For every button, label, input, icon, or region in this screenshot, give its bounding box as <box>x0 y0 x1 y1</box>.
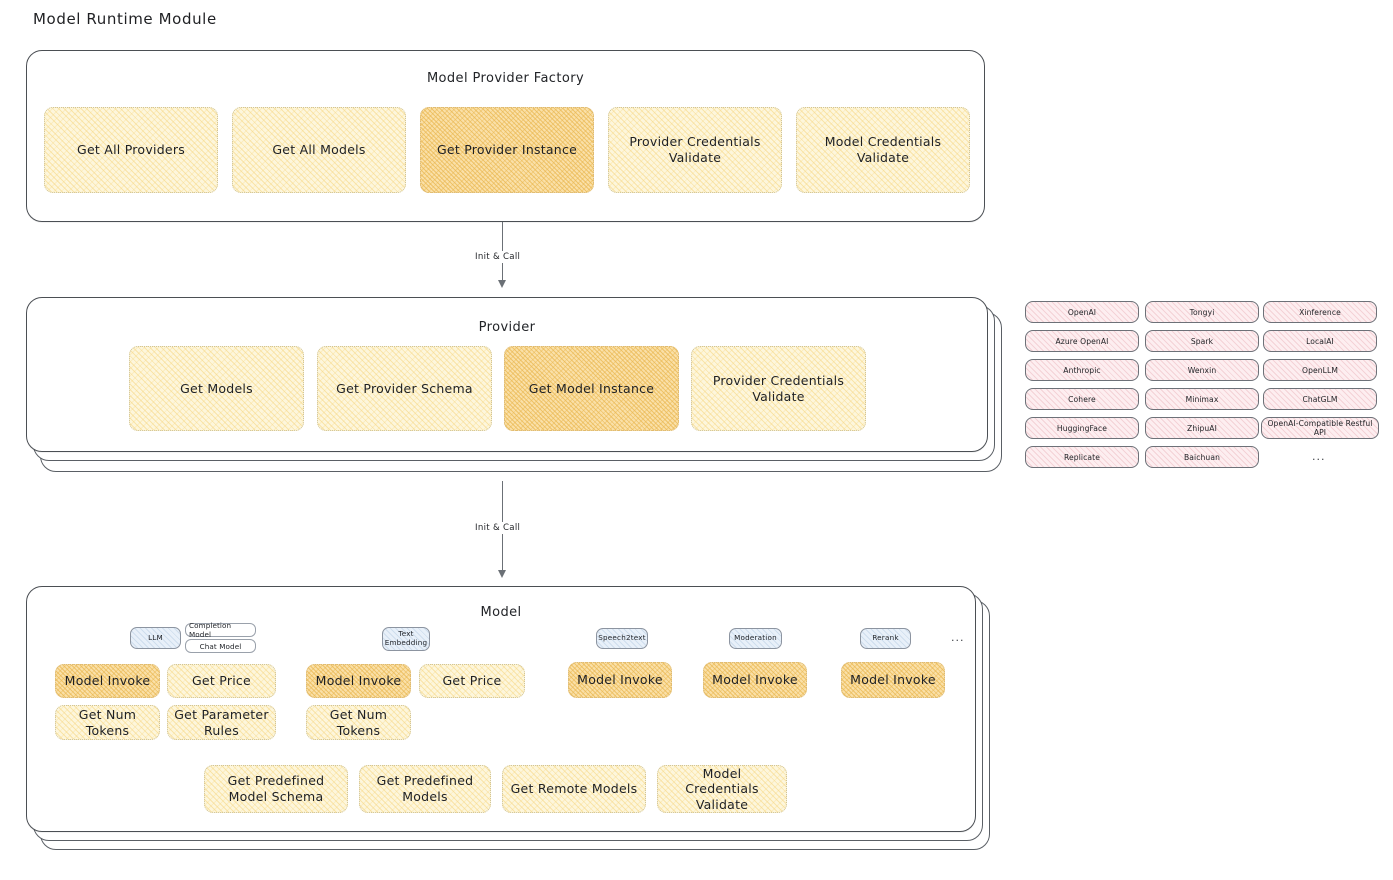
provider-chip-replicate[interactable]: Replicate <box>1025 446 1139 468</box>
factory-box-model-credentials-validate[interactable]: Model Credentials Validate <box>796 107 970 193</box>
model-subtype-completion-model[interactable]: Completion Model <box>185 621 256 639</box>
provider-chip-chatglm[interactable]: ChatGLM <box>1263 388 1377 410</box>
provider-box-get-provider-schema[interactable]: Get Provider Schema <box>317 346 492 431</box>
provider-chip-azure-openai[interactable]: Azure OpenAI <box>1025 330 1139 352</box>
provider-chip-spark[interactable]: Spark <box>1145 330 1259 352</box>
model-method-rerank-model-invoke[interactable]: Model Invoke <box>841 662 945 698</box>
factory-box-get-all-providers[interactable]: Get All Providers <box>44 107 218 193</box>
model-provider-factory-title: Model Provider Factory <box>426 71 585 86</box>
model-method-llm-get-num-tokens[interactable]: Get Num Tokens <box>55 705 160 740</box>
factory-box-provider-credentials-validate[interactable]: Provider Credentials Validate <box>608 107 782 193</box>
model-method-llm-get-parameter-rules[interactable]: Get Parameter Rules <box>167 705 276 740</box>
provider-chip-cohere[interactable]: Cohere <box>1025 388 1139 410</box>
provider-chip-openai[interactable]: OpenAI <box>1025 301 1139 323</box>
model-method-text-embedding-get-price[interactable]: Get Price <box>419 664 525 698</box>
model-common-get-remote-models[interactable]: Get Remote Models <box>502 765 646 813</box>
model-type-badge-moderation[interactable]: Moderation <box>729 628 782 649</box>
model-type-badge-rerank[interactable]: Rerank <box>860 628 911 649</box>
model-method-speech2text-model-invoke[interactable]: Model Invoke <box>568 662 672 698</box>
provider-chip-localai[interactable]: LocalAI <box>1263 330 1377 352</box>
model-common-get-predefined-models[interactable]: Get Predefined Models <box>359 765 491 813</box>
provider-box-get-models[interactable]: Get Models <box>129 346 304 431</box>
provider-chip-baichuan[interactable]: Baichuan <box>1145 446 1259 468</box>
model-title: Model <box>480 605 522 620</box>
model-types-more-ellipsis: ... <box>951 631 965 644</box>
provider-chip-huggingface[interactable]: HuggingFace <box>1025 417 1139 439</box>
model-method-moderation-model-invoke[interactable]: Model Invoke <box>703 662 807 698</box>
model-method-llm-model-invoke[interactable]: Model Invoke <box>55 664 160 698</box>
model-method-text-embedding-model-invoke[interactable]: Model Invoke <box>306 664 411 698</box>
provider-box-get-model-instance[interactable]: Get Model Instance <box>504 346 679 431</box>
model-method-text-embedding-get-num-tokens[interactable]: Get Num Tokens <box>306 705 411 740</box>
provider-chip-openai-compatible-restful-api[interactable]: OpenAI-Compatible Restful API <box>1261 417 1379 439</box>
page-title: Model Runtime Module <box>33 10 217 28</box>
arrow-label-init-and-call-2: Init & Call <box>471 522 525 534</box>
provider-box-provider-credentials-validate[interactable]: Provider Credentials Validate <box>691 346 866 431</box>
factory-box-get-all-models[interactable]: Get All Models <box>232 107 406 193</box>
model-type-badge-speech2text[interactable]: Speech2text <box>596 628 648 649</box>
factory-box-get-provider-instance[interactable]: Get Provider Instance <box>420 107 594 193</box>
provider-chip-tongyi[interactable]: Tongyi <box>1145 301 1259 323</box>
model-type-badge-llm[interactable]: LLM <box>130 627 181 649</box>
provider-chip-anthropic[interactable]: Anthropic <box>1025 359 1139 381</box>
provider-chip-minimax[interactable]: Minimax <box>1145 388 1259 410</box>
provider-title: Provider <box>478 320 536 335</box>
provider-list-more-ellipsis: ... <box>1312 450 1326 463</box>
provider-chip-xinference[interactable]: Xinference <box>1263 301 1377 323</box>
model-method-llm-get-price[interactable]: Get Price <box>167 664 276 698</box>
model-subtype-chat-model[interactable]: Chat Model <box>185 639 256 653</box>
model-type-badge-text-embedding[interactable]: Text Embedding <box>382 627 430 651</box>
model-common-model-credentials-validate[interactable]: Model Credentials Validate <box>657 765 787 813</box>
provider-chip-zhipuai[interactable]: ZhipuAI <box>1145 417 1259 439</box>
provider-chip-openllm[interactable]: OpenLLM <box>1263 359 1377 381</box>
arrow-label-init-and-call-1: Init & Call <box>471 251 525 263</box>
provider-chip-wenxin[interactable]: Wenxin <box>1145 359 1259 381</box>
model-common-get-predefined-model-schema[interactable]: Get Predefined Model Schema <box>204 765 348 813</box>
